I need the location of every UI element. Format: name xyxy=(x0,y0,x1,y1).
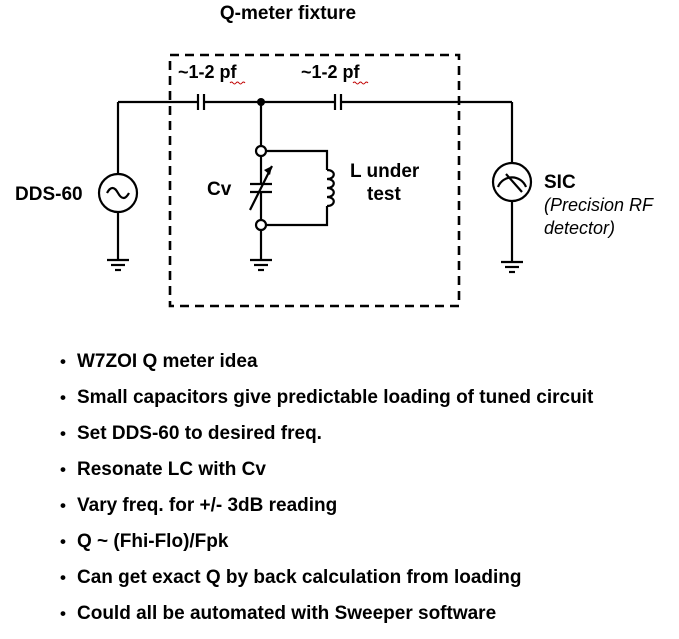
detector-label: SIC xyxy=(544,172,576,193)
ground-icon xyxy=(250,258,272,272)
notes-list: W7ZOI Q meter idea Small capacitors give… xyxy=(60,347,593,635)
cap-right-label: ~1-2 pf xyxy=(301,62,361,82)
list-item: Could all be automated with Sweeper soft… xyxy=(60,599,593,635)
capacitor-symbol xyxy=(333,94,343,110)
ground-icon xyxy=(107,258,129,272)
list-item: Can get exact Q by back calculation from… xyxy=(60,563,593,599)
list-item: Small capacitors give predictable loadin… xyxy=(60,383,593,419)
capacitor-symbol xyxy=(196,94,206,110)
ground-icon xyxy=(501,260,523,274)
list-item: Q ~ (Fhi-Flo)/Fpk xyxy=(60,527,593,563)
diagram-title: Q-meter fixture xyxy=(220,3,356,24)
meter-icon xyxy=(491,102,533,262)
cap-left-label: ~1-2 pf xyxy=(178,62,238,82)
ac-source-icon xyxy=(97,102,139,260)
cv-label: Cv xyxy=(207,179,232,200)
spellcheck-underline xyxy=(229,81,246,85)
detector-desc-line1: (Precision RF xyxy=(544,195,654,215)
list-item: W7ZOI Q meter idea xyxy=(60,347,593,383)
inductor-label-line1: L under xyxy=(350,161,420,182)
inductor-symbol xyxy=(326,168,335,208)
q-meter-schematic: Q-meter fixture ~1-2 pf ~1-2 pf DDS-60 xyxy=(15,3,654,308)
inductor-label-line2: test xyxy=(367,184,401,205)
detector-desc-line2: detector) xyxy=(544,218,615,238)
list-item: Resonate LC with Cv xyxy=(60,455,593,491)
variable-capacitor-symbol xyxy=(249,156,273,220)
tuned-circuit xyxy=(254,102,329,260)
spellcheck-underline xyxy=(352,81,369,85)
source-label: DDS-60 xyxy=(15,184,83,205)
list-item: Vary freq. for +/- 3dB reading xyxy=(60,491,593,527)
list-item: Set DDS-60 to desired freq. xyxy=(60,419,593,455)
